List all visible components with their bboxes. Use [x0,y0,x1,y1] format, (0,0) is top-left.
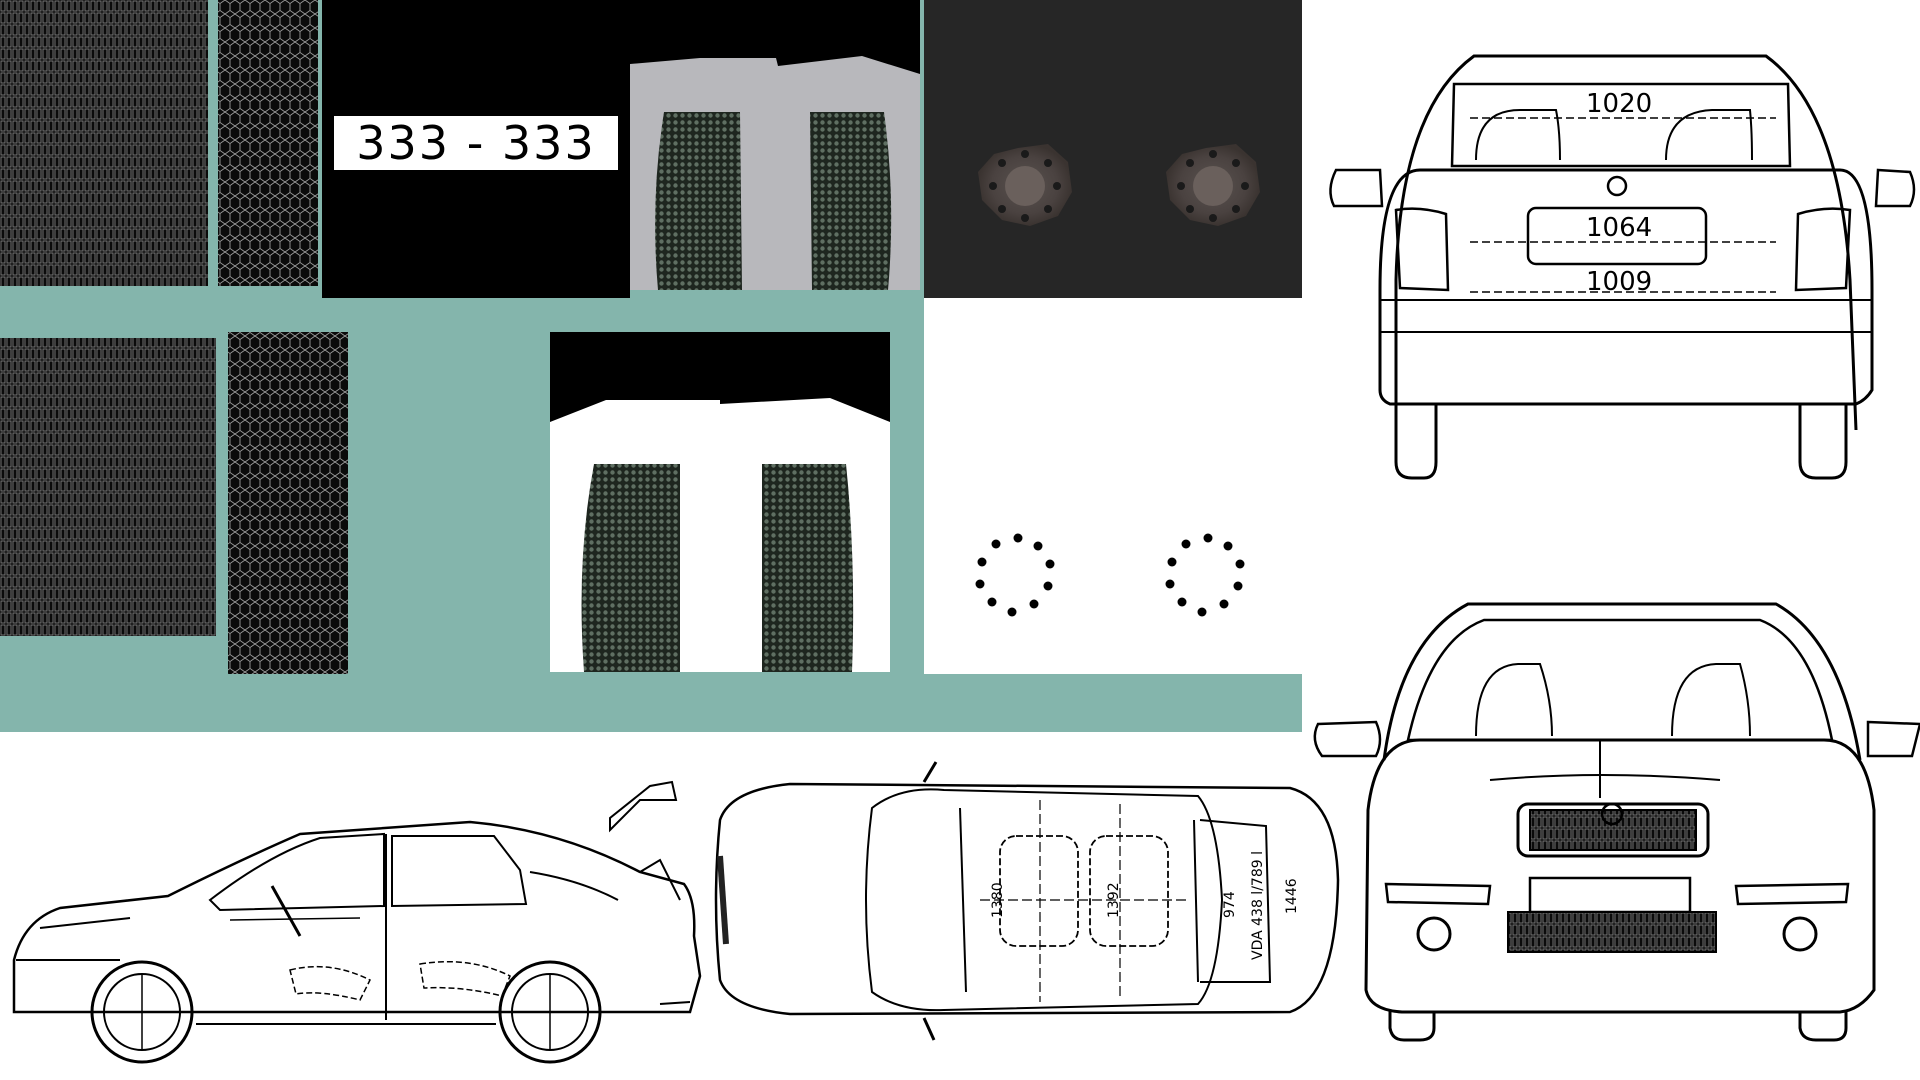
seat-mesh-right-2 [762,464,854,672]
top-dim-d: VDA 438 l/789 l [1250,851,1266,960]
hub-dot-ring-right [1165,533,1245,617]
rear-dim-plate: 1064 [1586,213,1652,243]
top-dim-e: 1446 [1284,878,1300,914]
hub-texture-panel [924,298,1302,674]
rear-dim-bottom: 1009 [1586,267,1652,297]
top-dim-a: 1380 [990,882,1006,918]
mesh-fill-2 [218,0,318,286]
mesh-fill-1 [0,0,208,286]
rear-dim-top: 1020 [1586,89,1652,119]
side-view-car [12,780,702,1064]
top-dim-b: 1392 [1106,882,1122,918]
wheel-texture-left [978,144,1072,226]
mesh-fill-4 [228,332,348,674]
front-view-car [1313,602,1920,1042]
mesh-fill-3 [0,338,216,636]
seat-mesh-left [655,112,742,290]
top-dim-c: 974 [1222,891,1238,918]
seat-mesh-left-2 [581,464,680,672]
seat-mesh-right [810,112,892,290]
rear-view-car [1329,54,1916,480]
hub-dot-ring-left [975,533,1055,617]
wheel-texture-right [1166,144,1260,226]
top-view-car [714,761,1340,1041]
license-plate-text: 333 - 333 [334,116,618,170]
